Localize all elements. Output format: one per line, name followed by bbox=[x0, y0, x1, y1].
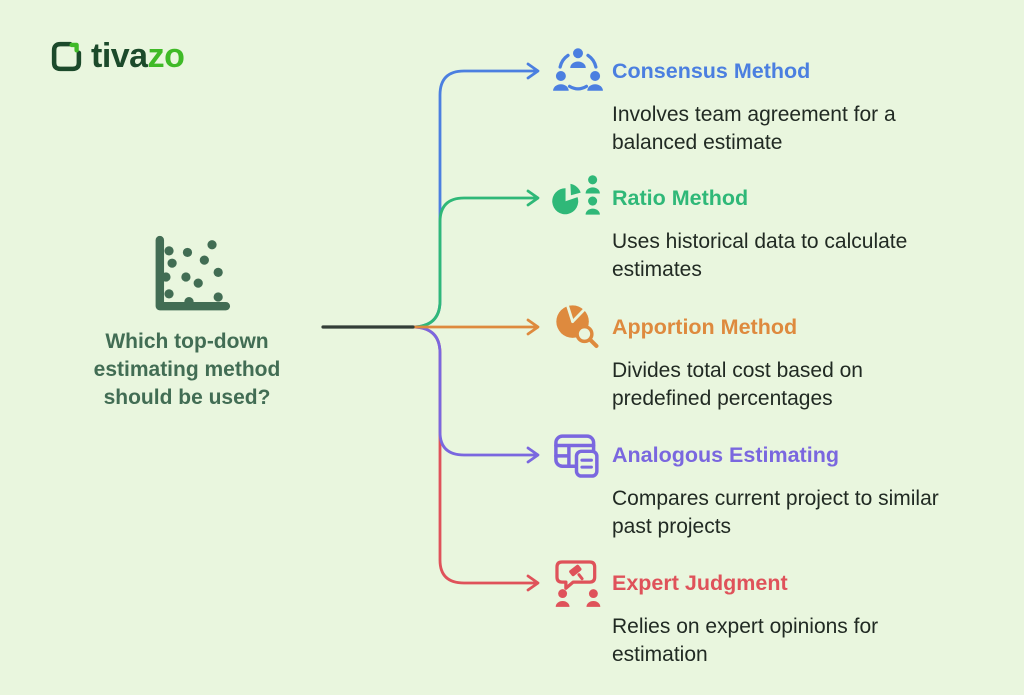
method-desc-expert: Relies on expert opinions for estimation bbox=[612, 615, 879, 666]
table-document-icon bbox=[552, 429, 604, 481]
connector-ratio bbox=[410, 189, 540, 329]
method-desc-apportion: Divides total cost based on predefined p… bbox=[612, 359, 863, 410]
connector-expert bbox=[410, 325, 540, 592]
method-desc-consensus: Involves team agreement for a balanced e… bbox=[612, 103, 896, 154]
question-text: Which top-down estimating method should … bbox=[93, 330, 281, 409]
method-title-ratio: Ratio Method bbox=[612, 186, 749, 210]
scatter-plot-icon bbox=[146, 234, 232, 320]
method-title-apportion: Apportion Method bbox=[612, 315, 798, 339]
connector-apportion bbox=[411, 318, 540, 336]
brand-text-primary: tiva bbox=[91, 37, 148, 75]
pie-chart-people-icon bbox=[552, 172, 604, 224]
connector-analogous bbox=[410, 325, 540, 464]
team-circle-icon bbox=[552, 45, 604, 97]
gavel-speech-people-icon bbox=[552, 557, 604, 609]
method-title-consensus: Consensus Method bbox=[612, 59, 811, 83]
brand-wordmark: tivazo bbox=[91, 37, 185, 75]
method-title-analogous: Analogous Estimating bbox=[612, 443, 839, 467]
method-desc-analogous: Compares current project to similar past… bbox=[612, 487, 939, 538]
connector-consensus bbox=[410, 62, 540, 329]
brand-logo: tivazo bbox=[50, 37, 185, 75]
brand-text-accent: zo bbox=[147, 37, 185, 75]
method-desc-ratio: Uses historical data to calculate estima… bbox=[612, 230, 908, 281]
method-title-expert: Expert Judgment bbox=[612, 571, 788, 595]
brand-logo-icon bbox=[50, 40, 83, 73]
pie-chart-magnifier-icon bbox=[552, 301, 604, 353]
